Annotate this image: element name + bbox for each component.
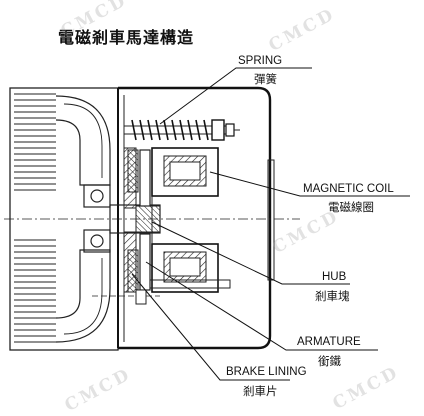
motor-housing bbox=[9, 87, 119, 351]
magnetic-coil bbox=[151, 147, 219, 293]
mounting-bolt bbox=[92, 279, 231, 305]
brake-cover bbox=[117, 86, 275, 350]
label-hub-en: HUB bbox=[322, 271, 347, 283]
label-coil-zh: 電磁線圈 bbox=[328, 200, 374, 214]
label-armature-en: ARMATURE bbox=[297, 336, 361, 348]
spring bbox=[123, 119, 240, 141]
diagram-title: 電磁剎車馬達構造 bbox=[58, 28, 195, 47]
label-armature-zh: 銜鐵 bbox=[318, 354, 341, 368]
label-lining-en: BRAKE LINING bbox=[226, 366, 307, 378]
bearing bbox=[83, 184, 111, 253]
label-hub-zh: 剎車塊 bbox=[315, 289, 350, 303]
label-spring-zh: 彈簧 bbox=[254, 72, 277, 86]
label-spring-en: SPRING bbox=[238, 55, 283, 67]
label-lining-zh: 剎車片 bbox=[243, 384, 278, 398]
brake-lining bbox=[127, 149, 139, 293]
label-coil-en: MAGNETIC COIL bbox=[303, 183, 394, 195]
leader-lines bbox=[131, 67, 410, 381]
